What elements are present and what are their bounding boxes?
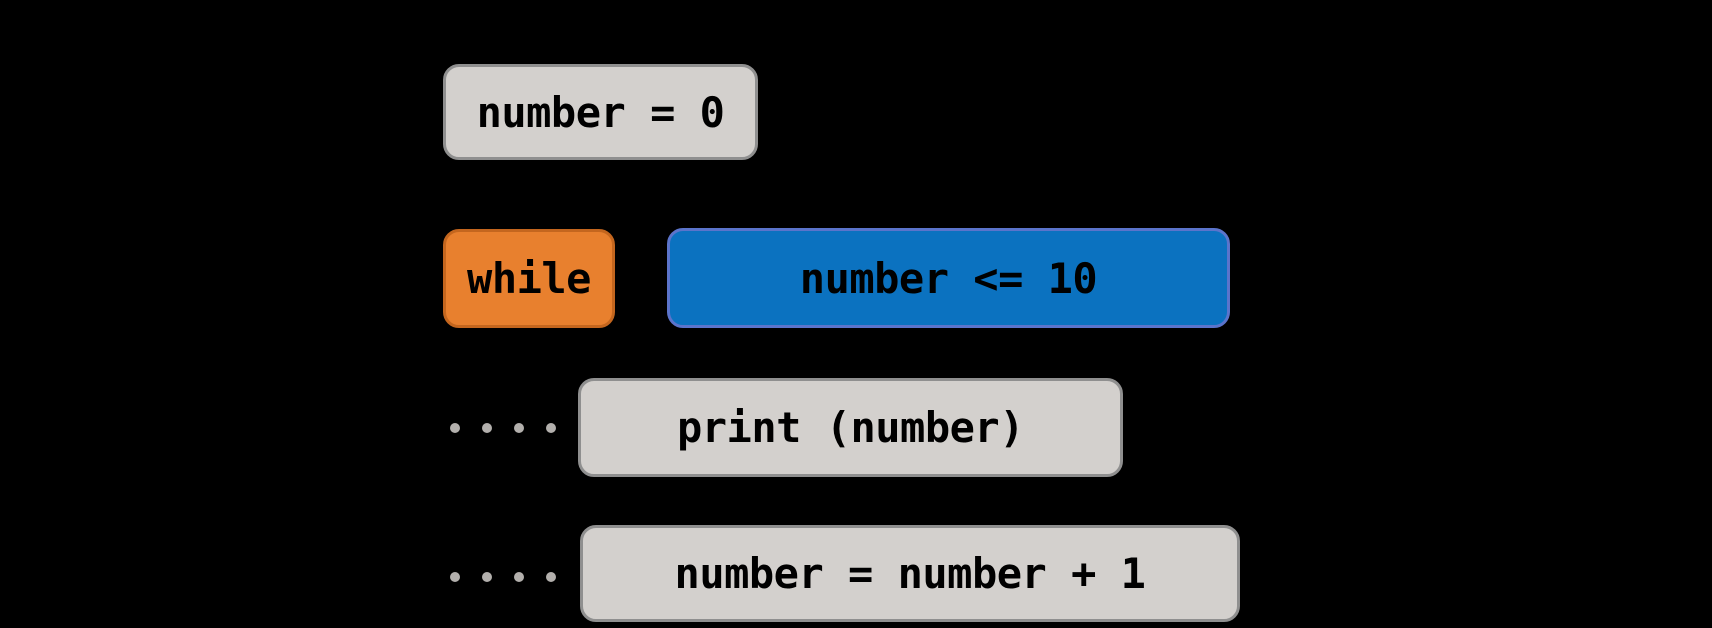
code-block-print-text: print (number) [676, 403, 1025, 452]
indent-dot [482, 572, 492, 582]
code-block-increment-text: number = number + 1 [674, 549, 1146, 598]
indent-dot [450, 423, 460, 433]
indent-dot [546, 572, 556, 582]
indent-dots-row-2 [450, 572, 556, 582]
code-block-init-text: number = 0 [476, 87, 725, 137]
code-block-init: number = 0 [443, 64, 758, 160]
code-block-print: print (number) [578, 378, 1123, 477]
code-block-condition: number <= 10 [667, 228, 1230, 328]
indent-dot [482, 423, 492, 433]
code-block-while-keyword: while [443, 229, 615, 328]
indent-dot [546, 423, 556, 433]
indent-dots-row-1 [450, 423, 556, 433]
code-block-condition-text: number <= 10 [799, 253, 1098, 303]
code-block-while-keyword-text: while [467, 254, 591, 303]
indent-dot [514, 572, 524, 582]
indent-dot [514, 423, 524, 433]
code-block-increment: number = number + 1 [580, 525, 1240, 622]
indent-dot [450, 572, 460, 582]
